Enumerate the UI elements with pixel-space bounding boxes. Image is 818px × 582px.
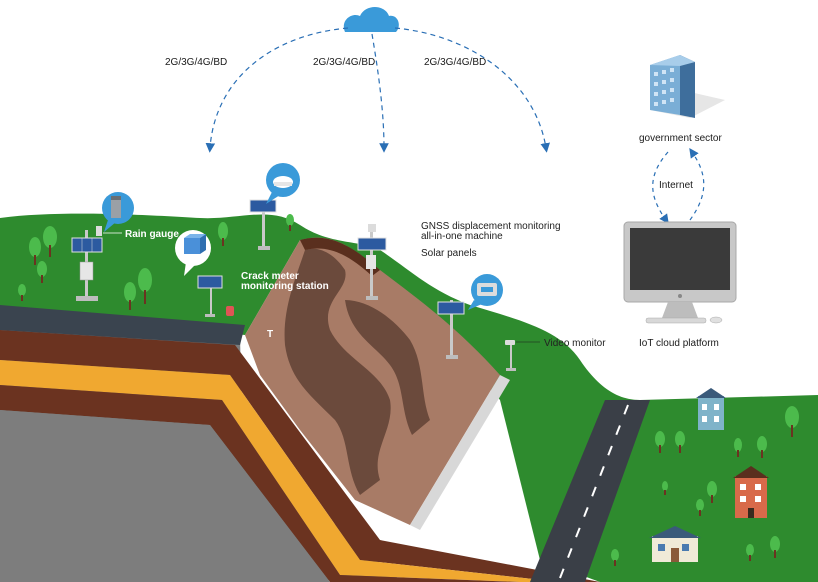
government-label: government sector — [639, 133, 722, 144]
tree-icon — [124, 282, 136, 310]
link-label-center: 2G/3G/4G/BD — [313, 57, 375, 68]
tree-icon — [734, 438, 742, 457]
tree-icon — [18, 284, 26, 301]
gnss-label-1: GNSS displacement monitoring — [421, 221, 561, 232]
crack-meter-icon — [184, 238, 200, 254]
cloud — [343, 7, 399, 32]
svg-text:T: T — [267, 329, 273, 340]
crack-meter-label-1: Crack meter — [241, 271, 299, 282]
tree-icon — [707, 481, 717, 503]
labels: 2G/3G/4G/BD 2G/3G/4G/BD 2G/3G/4G/BD gove… — [125, 57, 722, 349]
rain-gauge-icon — [111, 196, 121, 218]
internet-label: Internet — [659, 180, 693, 191]
tree-icon — [746, 544, 754, 561]
tree-icon — [655, 431, 665, 453]
ground-strata — [0, 320, 600, 582]
link-label-left: 2G/3G/4G/BD — [165, 57, 227, 68]
road — [530, 400, 650, 582]
displacement-station — [437, 274, 503, 359]
gnss-label-2: all-in-one machine — [421, 231, 503, 242]
tree-icon — [611, 549, 619, 566]
tree-icon — [29, 237, 41, 265]
link-label-right: 2G/3G/4G/BD — [424, 57, 486, 68]
building-icon — [650, 55, 725, 118]
video-monitor-label: Video monitor — [544, 338, 606, 349]
tree-icon — [770, 536, 780, 558]
house-icon — [733, 466, 769, 518]
tree-icon — [138, 268, 152, 304]
crack-meter-station: T — [175, 230, 273, 340]
video-monitor-station — [505, 340, 540, 371]
tree-icon — [675, 431, 685, 453]
house-icon — [649, 526, 701, 562]
tree-icon — [785, 406, 799, 437]
gnss-station-slope — [357, 224, 419, 300]
gnss-station-top — [249, 163, 300, 250]
house-icon — [696, 388, 726, 430]
tree-icon — [43, 226, 57, 257]
trees — [18, 214, 799, 566]
network-links — [205, 27, 705, 224]
houses — [649, 388, 769, 562]
iot-label: IoT cloud platform — [639, 338, 719, 349]
solar-panels-label: Solar panels — [421, 248, 477, 259]
tree-icon — [757, 436, 767, 458]
tree-icon — [286, 214, 294, 231]
cloud-icon — [343, 7, 399, 32]
monitor-icon — [623, 221, 737, 324]
camera-icon — [505, 340, 515, 345]
tree-icon — [662, 481, 668, 495]
crack-meter-label-2: monitoring station — [241, 281, 329, 292]
tree-icon — [37, 261, 47, 283]
rain-gauge-label: Rain gauge — [125, 229, 179, 240]
tree-icon — [696, 499, 704, 516]
tree-icon — [218, 222, 228, 246]
solar-panel-icon — [357, 237, 387, 251]
landslide-body — [245, 237, 510, 530]
rain-gauge-station — [71, 192, 134, 301]
